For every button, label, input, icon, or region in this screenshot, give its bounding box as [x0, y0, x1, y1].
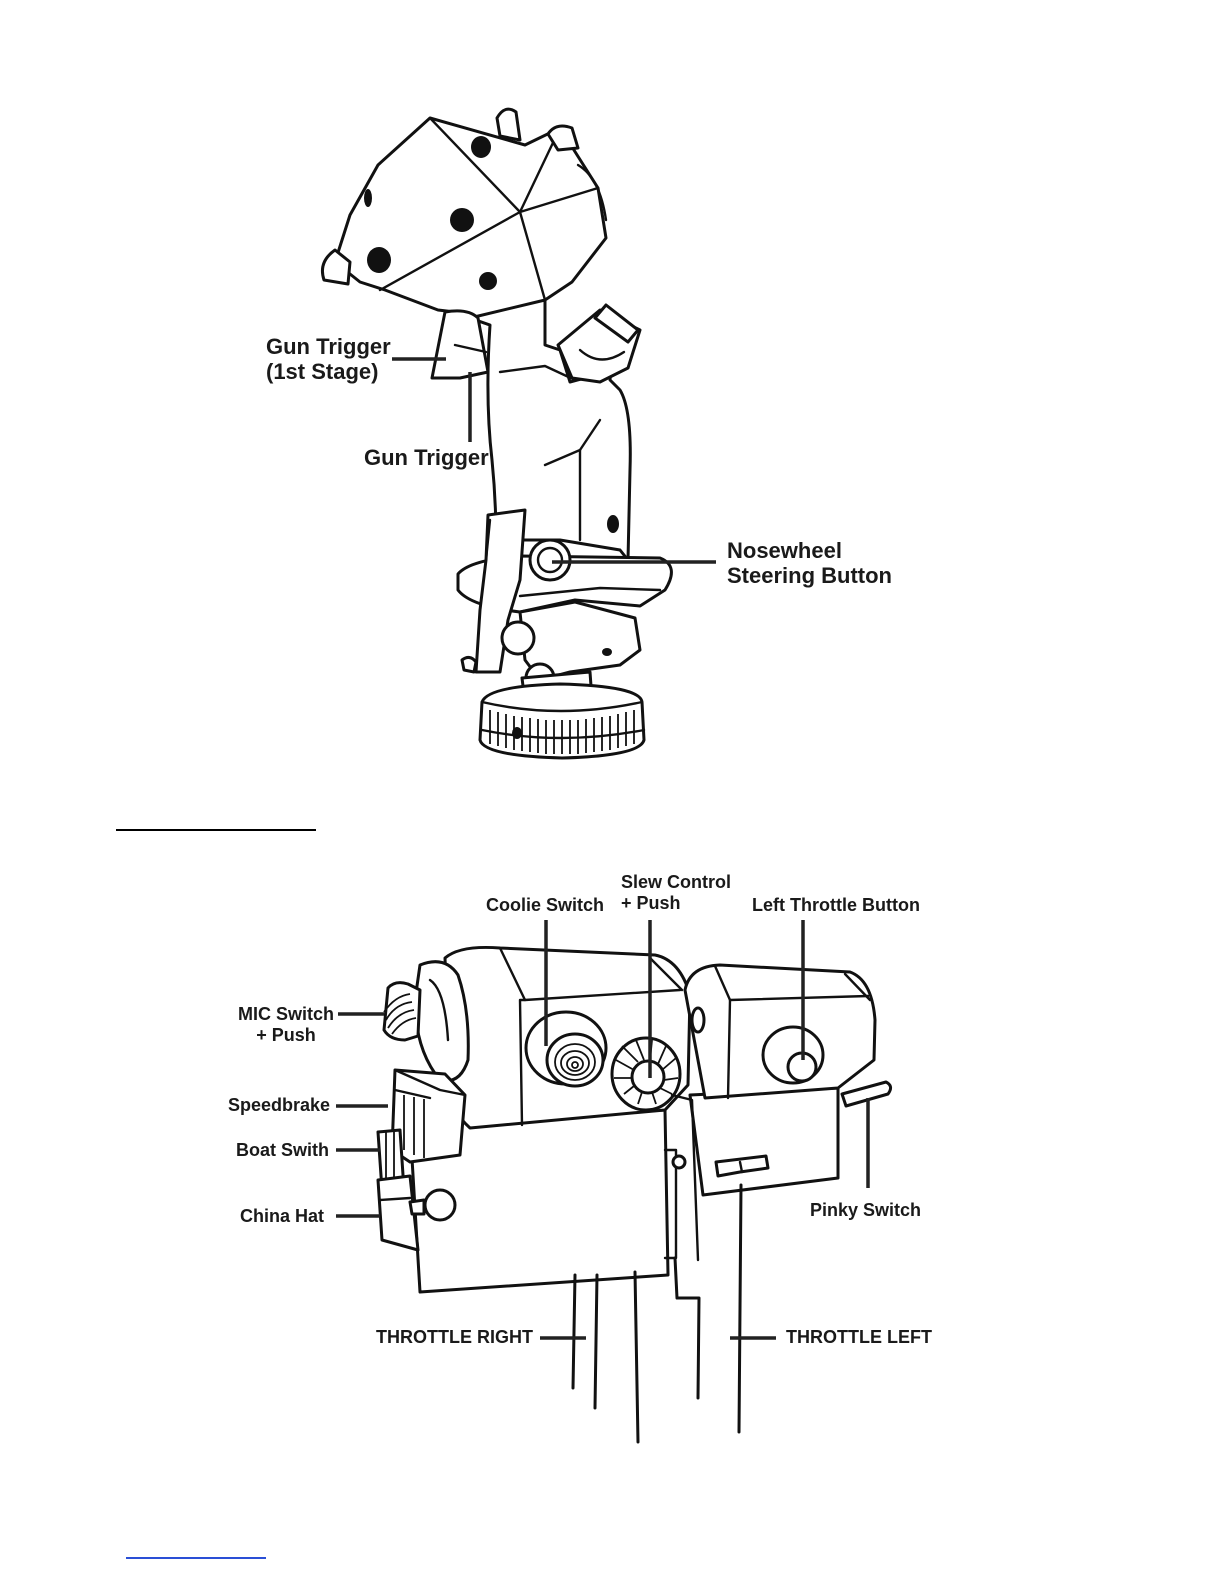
label-china-hat: China Hat [240, 1206, 324, 1227]
label-gun-trigger-1st-stage: Gun Trigger (1st Stage) [266, 334, 391, 385]
label-throttle-right: THROTTLE RIGHT [376, 1327, 533, 1348]
label-nosewheel-steering-button: Nosewheel Steering Button [727, 538, 892, 589]
label-boat-switch: Boat Swith [236, 1140, 329, 1161]
label-gun-trigger: Gun Trigger [364, 445, 489, 470]
label-pinky-switch: Pinky Switch [810, 1200, 921, 1221]
footer-link-underline[interactable] [126, 1557, 266, 1559]
label-coolie-switch: Coolie Switch [486, 895, 604, 916]
label-left-throttle-button: Left Throttle Button [752, 895, 920, 916]
label-speedbrake: Speedbrake [228, 1095, 330, 1116]
label-throttle-left: THROTTLE LEFT [786, 1327, 932, 1348]
label-mic-switch: MIC Switch + Push [234, 1004, 338, 1045]
label-slew-control: Slew Control + Push [621, 872, 731, 913]
throttle-right-unit [378, 947, 690, 1442]
throttle-left-unit [665, 965, 891, 1432]
